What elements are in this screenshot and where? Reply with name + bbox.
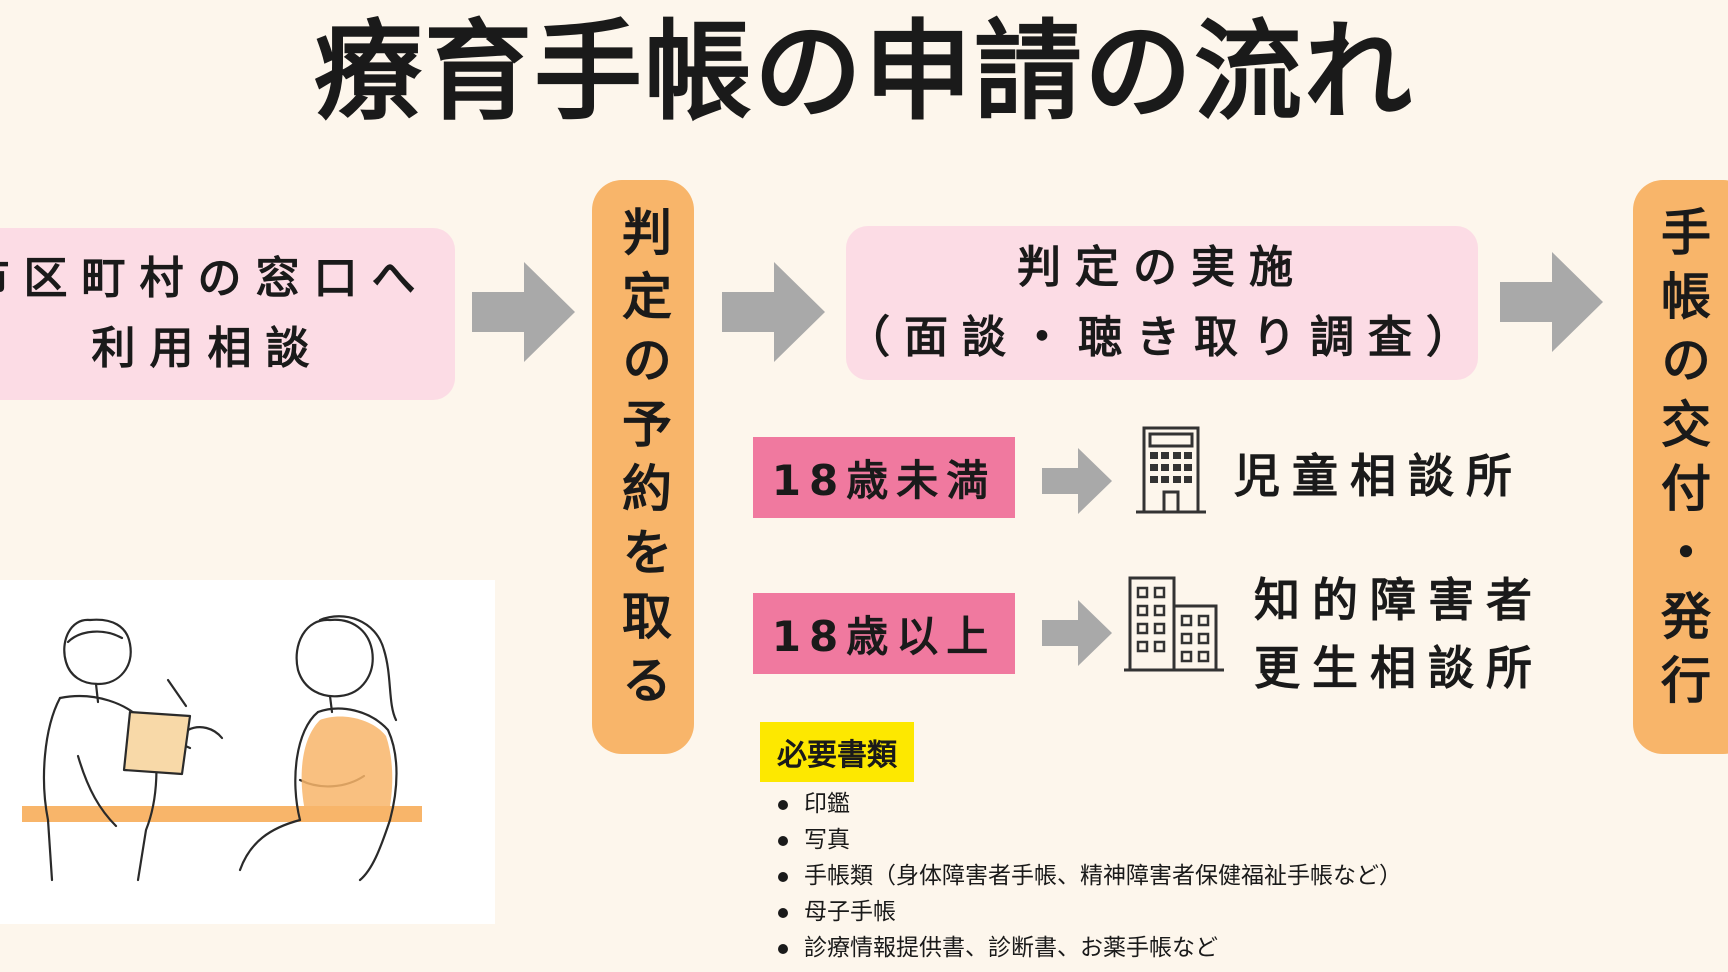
step-judge-line2: （面談・聴き取り調査） (846, 312, 1484, 363)
building-icon (1136, 426, 1206, 514)
buildings-icon (1124, 576, 1224, 672)
age-tag-under18: 18歳未満 (753, 437, 1015, 518)
arrow-right-icon (1042, 600, 1112, 666)
facility-line: 更生相談所 (1254, 641, 1544, 695)
facility-line: 児童相談所 (1234, 449, 1524, 503)
docs-list: 印鑑 写真 手帳類（身体障害者手帳、精神障害者保健福祉手帳など） 母子手帳 診療… (772, 786, 1402, 966)
age-tag-over18: 18歳以上 (753, 593, 1015, 674)
step-judge-box: 判定の実施 （面談・聴き取り調査） (846, 226, 1478, 380)
list-item: 印鑑 (772, 786, 1402, 822)
list-item: 母子手帳 (772, 894, 1402, 930)
list-item: 手帳類（身体障害者手帳、精神障害者保健福祉手帳など） (772, 858, 1402, 894)
step-consult-line1: 市区町村の窓口へ (0, 253, 430, 304)
step-consult-line2: 利用相談 (91, 323, 324, 374)
step-issue-bar: 手帳の交付・発行 (1633, 180, 1728, 754)
arrow-right-icon (1500, 252, 1603, 352)
arrow-right-icon (472, 262, 575, 362)
list-item: 写真 (772, 822, 1402, 858)
facility-line: 知的障害者 (1254, 573, 1544, 627)
page-title: 療育手帳の申請の流れ (313, 10, 1414, 135)
docs-title: 必要書類 (760, 722, 914, 782)
step-reserve-bar: 判定の予約を取る (592, 180, 694, 754)
facility-child-guidance: 児童相談所 (1234, 442, 1524, 510)
step-reserve-label: 判定の予約を取る (614, 206, 672, 718)
list-item: 診療情報提供書、診断書、お薬手帳など (772, 930, 1402, 966)
consultation-illustration (0, 580, 495, 924)
step-issue-label: 手帳の交付・発行 (1653, 206, 1711, 718)
facility-rehab-center: 知的障害者 更生相談所 (1254, 566, 1544, 702)
arrow-right-icon (1042, 448, 1112, 514)
arrow-right-icon (722, 262, 825, 362)
step-judge-line1: 判定の実施 (1017, 242, 1307, 293)
step-consult-box: 市区町村の窓口へ 利用相談 (0, 228, 455, 400)
